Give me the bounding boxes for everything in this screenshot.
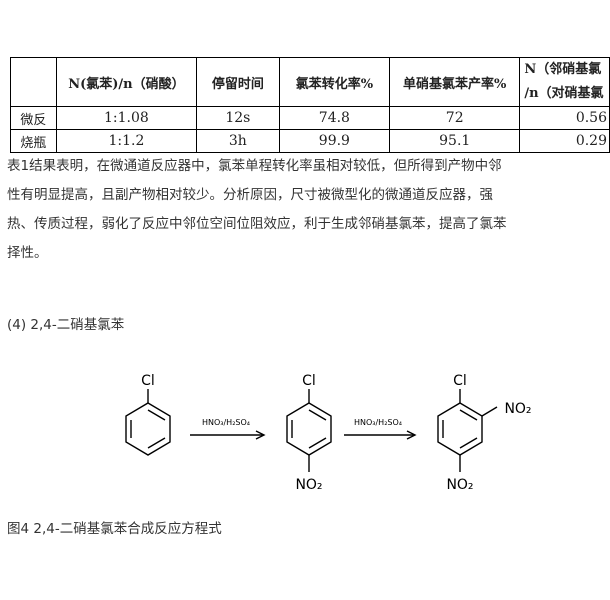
table-cell: 0.29 bbox=[519, 129, 610, 153]
table-cell: 72 bbox=[389, 106, 521, 130]
header-cell-yield: 单硝基氯苯产率% bbox=[389, 57, 521, 107]
header-cell-isomer-ratio-line1: N（邻硝基氯 bbox=[524, 62, 602, 77]
table-row: 烧瓶 1:1.2 3h 99.9 95.1 0.29 bbox=[10, 129, 610, 153]
paragraph-line: 择性。 bbox=[7, 245, 48, 261]
reaction-scheme: Cl Cl Cl NO₂ NO₂ NO₂ HNO₃/H₂SO₄ HNO₃/H₂S… bbox=[125, 373, 532, 493]
section-heading: (4) 2,4-二硝基氯苯 bbox=[7, 317, 125, 333]
body-paragraph: 表1结果表明，在微通道反应器中，氯苯单程转化率虽相对较低，但所得到产物中邻 性有… bbox=[7, 152, 600, 268]
header-cell-conversion: 氯苯转化率% bbox=[278, 57, 391, 107]
reagent-label-1: HNO₃/H₂SO₄ bbox=[202, 418, 250, 427]
table-cell: 3h bbox=[196, 129, 280, 153]
table-cell: 1:1.08 bbox=[55, 106, 198, 130]
header-cell-ratio: N(氯苯)/n（硝酸） bbox=[55, 57, 198, 107]
header-cell-residence-time: 停留时间 bbox=[196, 57, 280, 107]
dinitrochlorobenzene-structure bbox=[437, 389, 498, 472]
header-cell-isomer-ratio-line2: /n（对硝基氯 bbox=[524, 86, 604, 101]
table-cell: 1:1.2 bbox=[55, 129, 198, 153]
no2-label-para-2: NO₂ bbox=[446, 477, 473, 493]
reaction-arrow-1 bbox=[190, 430, 266, 440]
no2-label-ortho: NO₂ bbox=[504, 401, 531, 417]
table-cell: 烧瓶 bbox=[10, 129, 57, 153]
table-cell: 微反 bbox=[10, 106, 57, 130]
table-cell: 95.1 bbox=[389, 129, 521, 153]
nitrochlorobenzene-structure bbox=[286, 389, 332, 472]
chlorobenzene-structure bbox=[125, 389, 171, 456]
header-cell-empty bbox=[10, 57, 57, 107]
data-table: N(氯苯)/n（硝酸） 停留时间 氯苯转化率% 单硝基氯苯产率% N（邻硝基氯 … bbox=[10, 57, 610, 153]
table-cell: 12s bbox=[196, 106, 280, 130]
cl-label-2: Cl bbox=[302, 373, 316, 389]
table-row: 微反 1:1.08 12s 74.8 72 0.56 bbox=[10, 106, 610, 130]
table-cell: 74.8 bbox=[278, 106, 391, 130]
paragraph-line: 性有明显提高，且副产物相对较少。分析原因，尺寸被微型化的微通道反应器，强 bbox=[7, 187, 493, 203]
paragraph-line: 热、传质过程，弱化了反应中邻位空间位阻效应，利于生成邻硝基氯苯，提高了氯苯 bbox=[7, 216, 507, 232]
table-cell: 99.9 bbox=[278, 129, 391, 153]
table-cell: 0.56 bbox=[519, 106, 610, 130]
header-cell-isomer-ratio: N（邻硝基氯 /n（对硝基氯 bbox=[519, 57, 610, 107]
no2-label-para-1: NO₂ bbox=[295, 477, 322, 493]
cl-label-3: Cl bbox=[453, 373, 467, 389]
cl-label-1: Cl bbox=[141, 373, 155, 389]
reaction-arrow-2 bbox=[344, 430, 417, 440]
reagent-label-2: HNO₃/H₂SO₄ bbox=[354, 418, 402, 427]
paragraph-line: 表1结果表明，在微通道反应器中，氯苯单程转化率虽相对较低，但所得到产物中邻 bbox=[7, 158, 502, 174]
figure-caption: 图4 2,4-二硝基氯苯合成反应方程式 bbox=[7, 521, 222, 537]
data-table-container: N(氯苯)/n（硝酸） 停留时间 氯苯转化率% 单硝基氯苯产率% N（邻硝基氯 … bbox=[10, 57, 610, 153]
table-header-row: N(氯苯)/n（硝酸） 停留时间 氯苯转化率% 单硝基氯苯产率% N（邻硝基氯 … bbox=[10, 57, 610, 107]
